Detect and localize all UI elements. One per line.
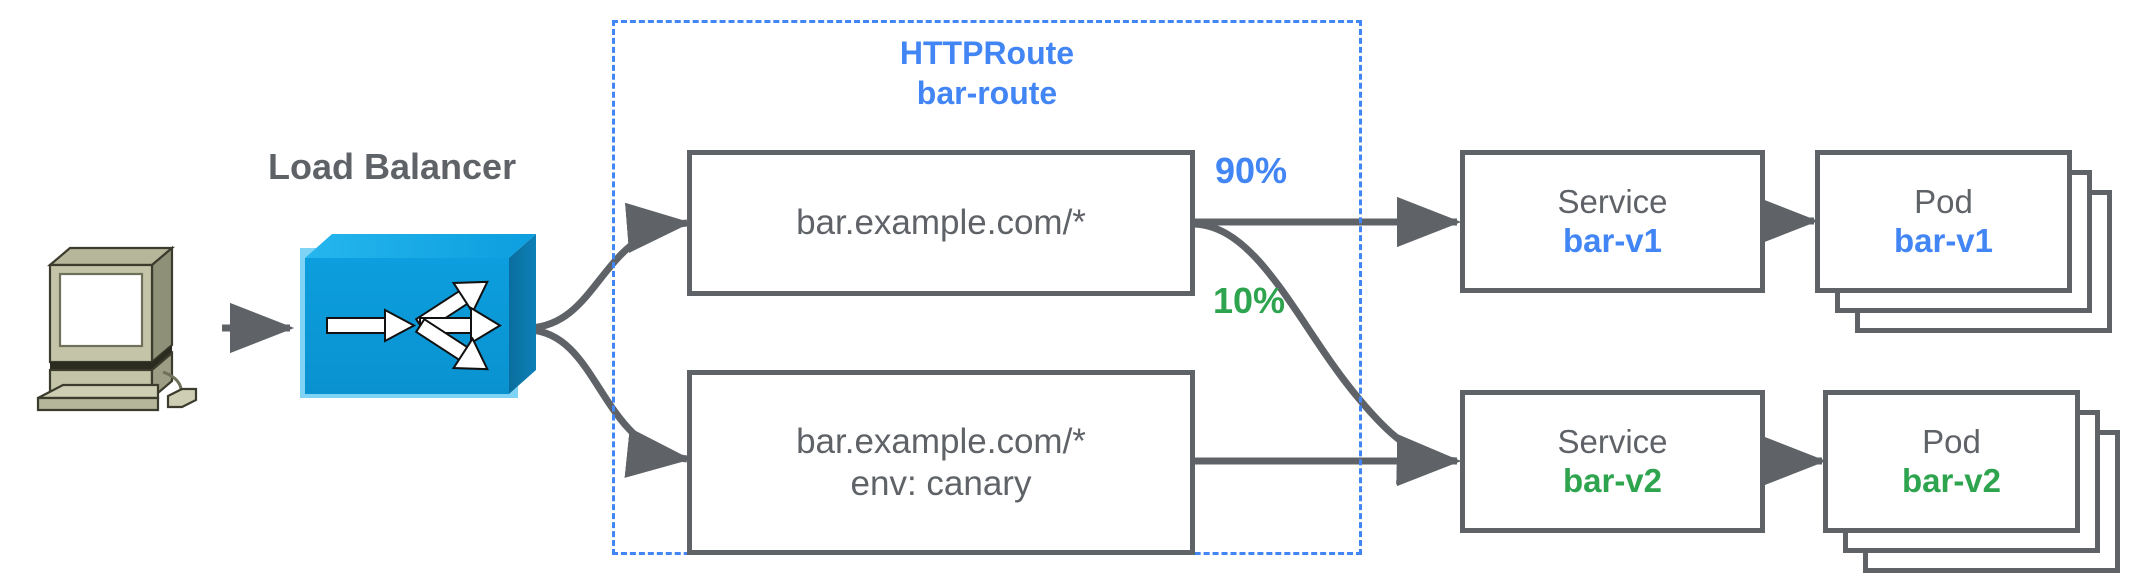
pod-v1-kind: Pod: [1914, 182, 1973, 220]
pod-stack-bar-v2: Pod bar-v2: [1823, 390, 2123, 573]
pod-stack-bar-v1: Pod bar-v1: [1815, 150, 2115, 340]
service-box-bar-v1[interactable]: Service bar-v1: [1460, 150, 1765, 293]
pod-v2-name: bar-v2: [1901, 461, 2002, 499]
service-v2-kind: Service: [1557, 422, 1668, 460]
arrow-lb-to-rule-primary: [529, 202, 692, 332]
match-rule-primary-host: bar.example.com/*: [796, 203, 1086, 243]
arrow-lb-to-rule-canary: [529, 326, 692, 478]
httproute-region-label: HTTPRoute bar-route: [612, 33, 1362, 113]
pod-box-bar-v1[interactable]: Pod bar-v1: [1815, 150, 2072, 293]
match-rule-canary-header: env: canary: [850, 463, 1032, 503]
service-v1-name: bar-v1: [1562, 221, 1663, 259]
pod-box-bar-v2[interactable]: Pod bar-v2: [1823, 390, 2080, 533]
desktop-computer-icon: [36, 245, 198, 412]
weight-label-90: 90%: [1215, 150, 1288, 191]
httproute-name-label: bar-route: [916, 75, 1058, 111]
pod-v1-name: bar-v1: [1893, 221, 1994, 259]
pod-v2-kind: Pod: [1922, 422, 1981, 460]
service-v1-kind: Service: [1557, 182, 1668, 220]
service-box-bar-v2[interactable]: Service bar-v2: [1460, 390, 1765, 533]
match-rule-box-primary[interactable]: bar.example.com/*: [687, 150, 1195, 296]
weight-label-10: 10%: [1213, 280, 1286, 321]
match-rule-canary-host: bar.example.com/*: [796, 422, 1086, 462]
load-balancer-cube-icon: [300, 234, 536, 398]
load-balancer-title: Load Balancer: [268, 146, 517, 187]
match-rule-box-canary[interactable]: bar.example.com/* env: canary: [687, 370, 1195, 555]
httproute-kind-label: HTTPRoute: [899, 35, 1075, 71]
service-v2-name: bar-v2: [1562, 461, 1663, 499]
